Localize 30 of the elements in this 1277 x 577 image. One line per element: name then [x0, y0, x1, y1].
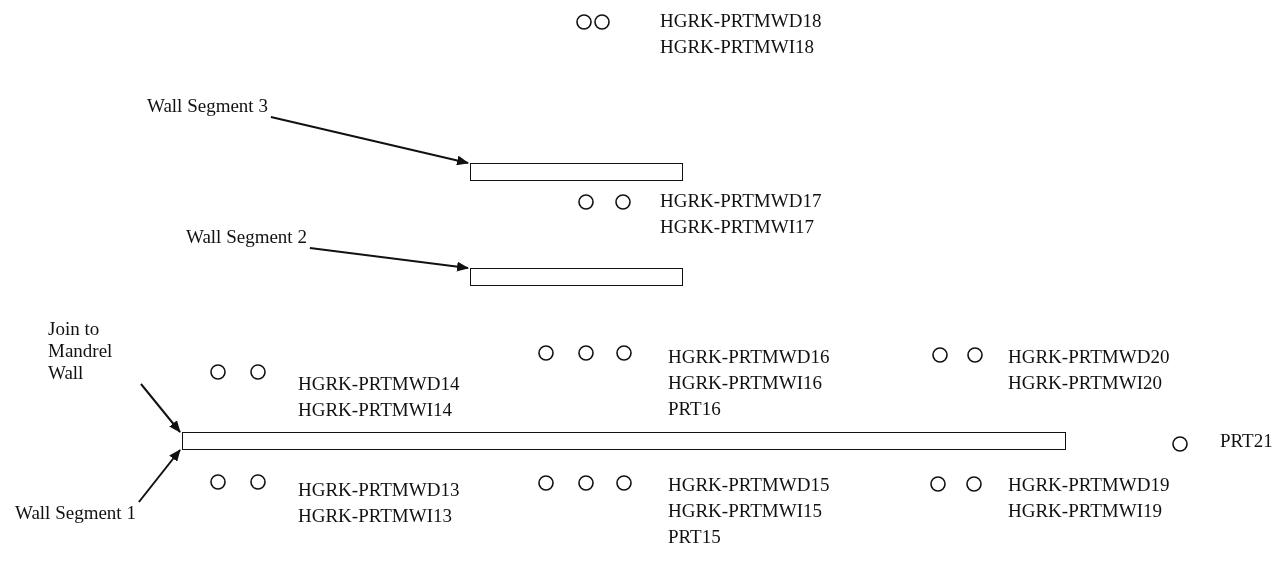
sensor-label: HGRK-PRTMWD19	[1008, 474, 1170, 496]
sensor-label: HGRK-PRTMWD18	[660, 10, 822, 32]
sensor-label: HGRK-PRTMWD14	[298, 373, 460, 395]
leader-arrow	[140, 383, 181, 433]
callout-text: Wall Segment 2	[186, 226, 307, 248]
sensor-label: HGRK-PRTMWI16	[668, 372, 823, 394]
sensor-label: HGRK-PRTMWI18	[660, 36, 815, 58]
sensor-label: PRT15	[668, 526, 721, 548]
sensor-label: PRT16	[668, 398, 721, 420]
sensor-label: HGRK-PRTMWD15	[668, 474, 830, 496]
wall-segment-bar	[470, 268, 683, 286]
leader-arrow	[137, 449, 181, 503]
callout-text: Wall Segment 3	[147, 95, 268, 117]
sensor-label: HGRK-PRTMWD16	[668, 346, 830, 368]
sensor-label: HGRK-PRTMWD13	[298, 479, 460, 501]
callout-text: Join to Mandrel Wall	[48, 318, 138, 384]
sensor-label: PRT21	[1220, 430, 1273, 452]
sensor-label: HGRK-PRTMWI19	[1008, 500, 1163, 522]
sensor-label: HGRK-PRTMWD17	[660, 190, 822, 212]
sensor-label: HGRK-PRTMWI20	[1008, 372, 1163, 394]
leader-arrow	[269, 116, 469, 166]
sensor-label: HGRK-PRTMWI13	[298, 505, 453, 527]
sensor-label: HGRK-PRTMWI14	[298, 399, 453, 421]
sensor-label: HGRK-PRTMWI15	[668, 500, 823, 522]
sensor-label: HGRK-PRTMWD20	[1008, 346, 1170, 368]
callout-text: Wall Segment 1	[15, 502, 136, 524]
leader-arrow	[308, 247, 469, 272]
wall-segment-bar	[470, 163, 683, 181]
sensor-label: HGRK-PRTMWI17	[660, 216, 815, 238]
wall-segment-bar	[182, 432, 1066, 450]
